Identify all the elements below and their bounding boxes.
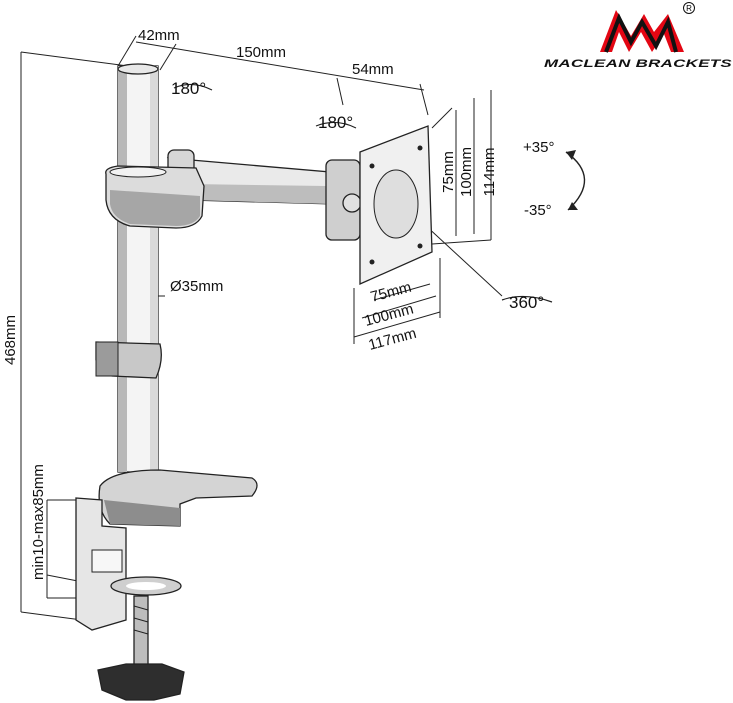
brand-name: MACLEAN BRACKETS — [544, 58, 733, 70]
clamp-knob — [97, 663, 185, 701]
head-offset-label: 54mm — [352, 61, 394, 78]
labels: 42mm 150mm 54mm Ø35mm 468mm min10-max85m… — [2, 27, 554, 580]
plate-height-label: 114mm — [481, 148, 498, 197]
vesa-100-horizontal-label: 100mm — [363, 300, 416, 329]
desk-thickness-label: min10-max85mm — [30, 464, 47, 580]
arm-swivel-label: 180° — [318, 113, 353, 132]
vesa-100-vertical-label: 100mm — [458, 147, 475, 197]
pole-diameter-label: Ø35mm — [170, 278, 223, 295]
tilt-up-label: +35° — [523, 139, 554, 156]
registered-mark: R — [686, 4, 692, 13]
pole-swivel-label: 180° — [171, 79, 206, 98]
pole-cap — [117, 63, 159, 75]
maclean-logo: R MACLEAN BRACKETS — [544, 2, 733, 70]
tilt-arrow-icon — [565, 151, 586, 211]
monitor-arm — [75, 63, 433, 701]
plate-rotation-label: 360° — [509, 293, 544, 312]
pole-width-label: 42mm — [138, 27, 180, 44]
plate-width-label: 117mm — [367, 325, 419, 354]
tilt-down-label: -35° — [524, 202, 552, 219]
rotation-arrows — [173, 83, 586, 303]
total-height-label: 468mm — [2, 315, 19, 365]
arm-length-label: 150mm — [236, 44, 286, 61]
vesa-75-vertical-label: 75mm — [440, 151, 457, 193]
tilt-knob — [342, 193, 362, 213]
